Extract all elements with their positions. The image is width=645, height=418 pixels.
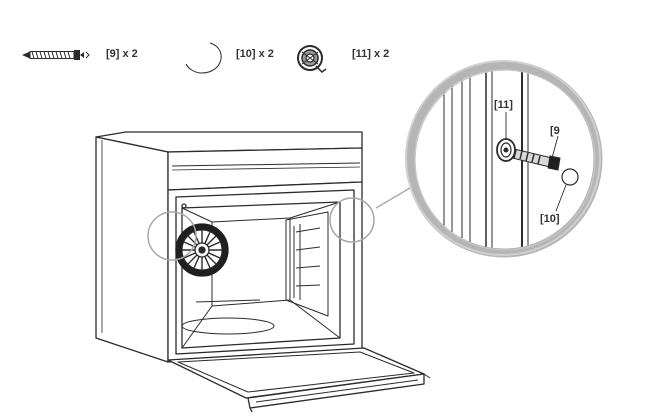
detail-cap	[561, 168, 579, 186]
detail-pointer	[375, 187, 411, 209]
bushing-icon	[297, 45, 327, 73]
hinge-highlight-right	[329, 197, 375, 243]
parts-legend: [9] x 2 [10] x 2 [11] x 2	[22, 42, 389, 74]
bushing-quantity-label: [11] x 2	[352, 48, 389, 60]
oven-side-panel	[95, 136, 169, 363]
detail-bushing	[496, 138, 516, 162]
cap-callout: [10]	[540, 213, 560, 225]
cap-quantity-label: [10] x 2	[236, 48, 274, 60]
screw-icon	[22, 50, 90, 60]
screw-quantity-label: [9] x 2	[106, 48, 138, 60]
shelf-rails	[285, 211, 329, 317]
hinge-highlight-left	[147, 211, 197, 261]
bushing-callout: [11]	[494, 99, 513, 111]
convection-fan	[175, 223, 229, 277]
oven-floor-element	[181, 317, 275, 335]
oven-illustration	[95, 131, 431, 413]
cover-cap-icon	[185, 42, 222, 74]
screw-callout: [9	[550, 125, 560, 137]
detail-magnifier: [11] [9 [10]	[405, 60, 603, 258]
